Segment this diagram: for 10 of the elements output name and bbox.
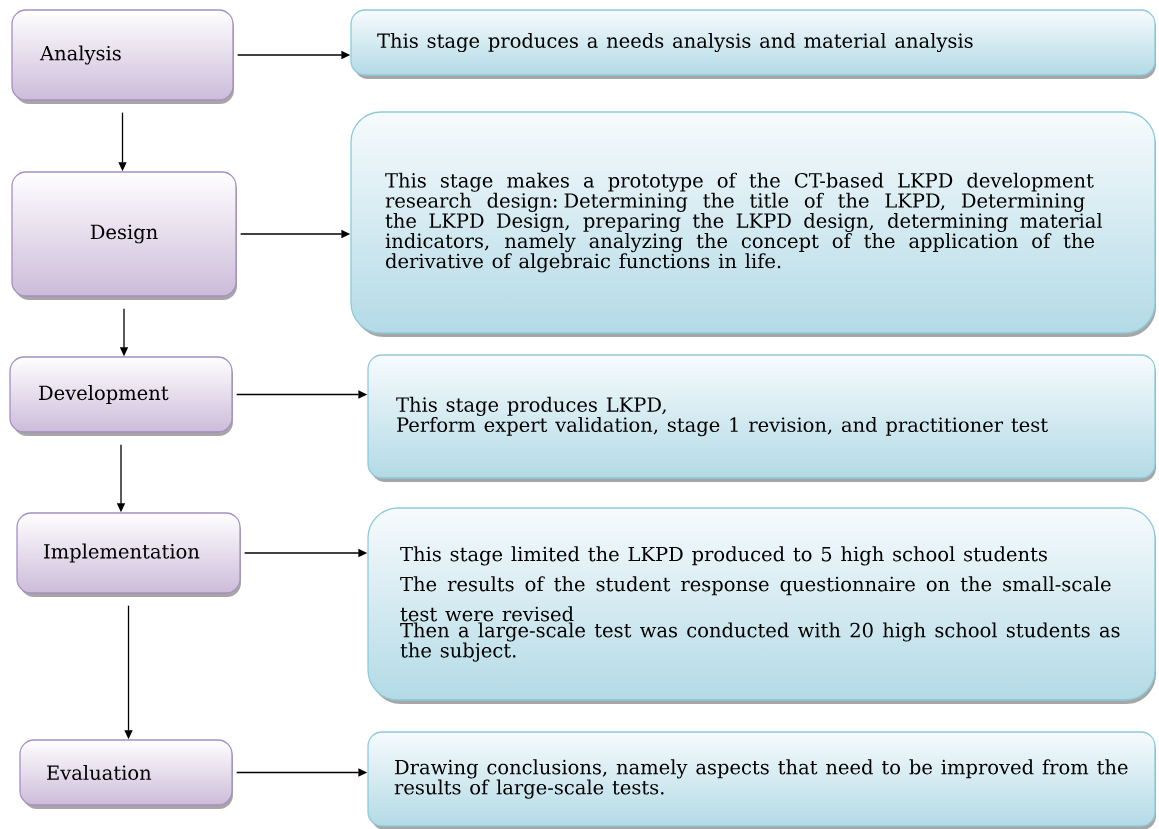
- description-box: Drawing conclusions, namely aspects that need to be improved from the results of large-scale tests.: [367, 731, 1156, 829]
- description-box: This stage produces a needs analysis and material analysis: [350, 9, 1156, 79]
- stage-box: Implementation: [16, 512, 241, 597]
- stage-box: Evaluation: [19, 739, 233, 809]
- description-box: This stage makes a prototype of the CT-based LKPD development research design: Determining the title of the LKPD, Determining the LKPD Design, preparing the LKPD design, determining material indicators, namely analyzing the concept of the application of the derivative of algebraic functions in life.: [350, 111, 1156, 337]
- stage-box: Analysis: [11, 9, 234, 104]
- stage-box: Design: [11, 171, 237, 300]
- stage-box: Development: [9, 356, 233, 436]
- description-box: This stage produces LKPD, Perform expert validation, stage 1 revision, and practitioner test: [367, 354, 1156, 482]
- description-box: This stage limited the LKPD produced to 5 high school students The results of the student response questionnaire on the small-scale test were revised Then a large-scale test was conducted with 20 high school students as the subject.: [367, 507, 1156, 704]
